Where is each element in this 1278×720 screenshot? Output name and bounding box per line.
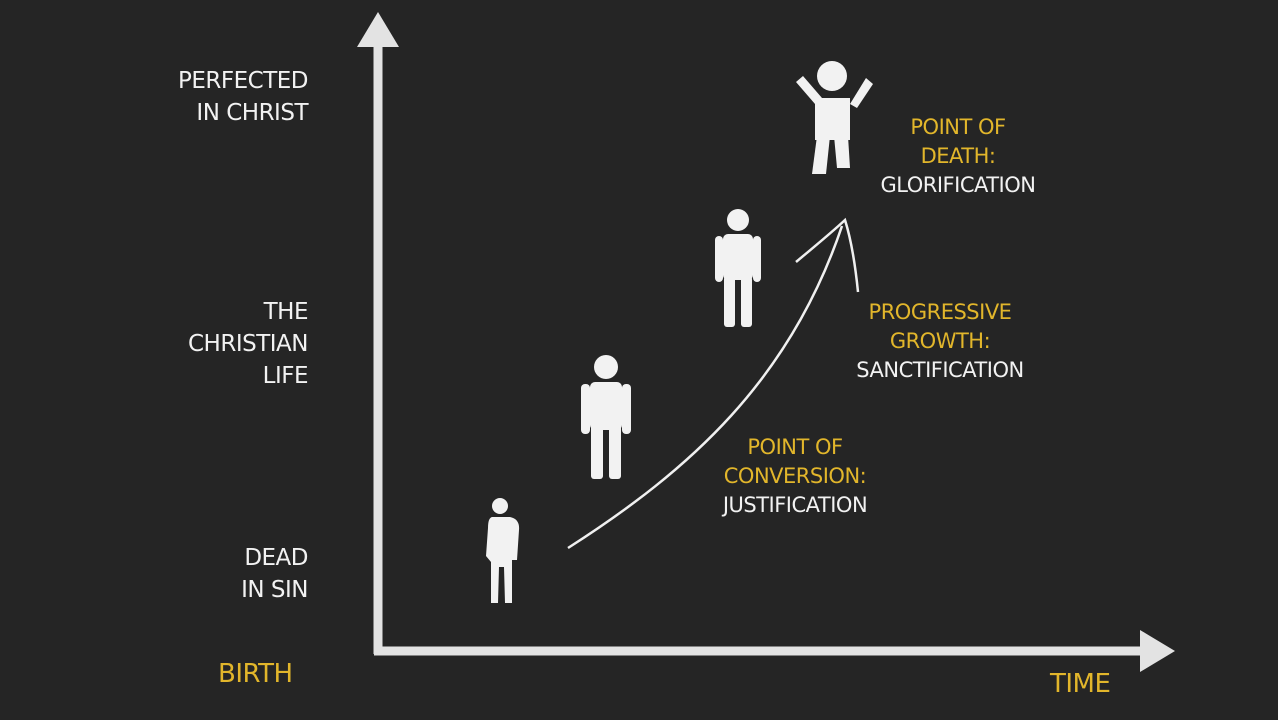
stage-death-term: GLORIFICATION: [880, 173, 1036, 197]
stage-death-title-line1: POINT OF: [910, 115, 1006, 139]
level-label-perfected: PERFECTED IN CHRIST: [178, 68, 309, 126]
glorified-figure-icon: [796, 61, 873, 174]
stage-growth-title-line2: GROWTH:: [889, 329, 991, 353]
stage-conversion-title-line1: POINT OF: [747, 435, 843, 459]
stage-conversion-term: JUSTIFICATION: [722, 493, 868, 517]
dead-in-sin-figure-icon: [486, 498, 520, 603]
x-axis-start-label: BIRTH: [218, 659, 293, 689]
stage-death-title-line2: DEATH:: [920, 144, 996, 168]
level-label-christian-life: THE CHRISTIAN LIFE: [188, 299, 309, 389]
stage-conversion-title-line2: CONVERSION:: [723, 464, 867, 488]
stage-growth-term: SANCTIFICATION: [856, 358, 1024, 382]
progress-curve: [567, 217, 860, 550]
stage-growth: PROGRESSIVE GROWTH: SANCTIFICATION: [830, 298, 1050, 385]
stage-death: POINT OF DEATH: GLORIFICATION: [858, 113, 1058, 200]
stage-growth-title-line1: PROGRESSIVE: [868, 300, 1012, 324]
conversion-figure-icon: [581, 355, 631, 479]
stage-conversion: POINT OF CONVERSION: JUSTIFICATION: [690, 433, 900, 520]
x-axis: [374, 630, 1175, 672]
growth-figure-icon: [715, 209, 761, 327]
level-label-dead-in-sin: DEAD IN SIN: [241, 545, 308, 603]
x-axis-end-label: TIME: [1050, 669, 1111, 699]
y-axis: [357, 12, 399, 654]
